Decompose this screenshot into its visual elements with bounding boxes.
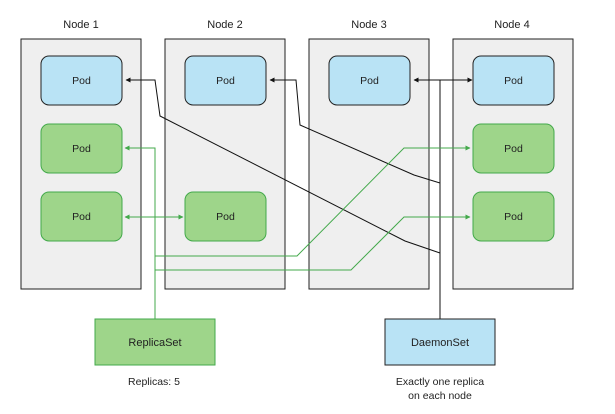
pod-box: [472, 123, 555, 174]
node-4-replica-pod-2: Pod: [472, 191, 555, 242]
pod-box: [472, 191, 555, 242]
node-2-title: Node 2: [207, 19, 242, 31]
node-3-title: Node 3: [351, 19, 386, 31]
node-1-replica-pod-1: Pod: [40, 123, 123, 174]
replicaset-to-node4-pod2-arrow: [155, 145, 471, 257]
pod-label: Pod: [504, 211, 523, 223]
daemonset-to-node1-pod-arrow: [125, 77, 441, 319]
daemonset-box: [384, 318, 496, 366]
node-4-daemon-pod: Pod: [472, 55, 555, 106]
node-2-replica-pod: Pod: [184, 191, 267, 242]
replicaset-to-node4-pod3-arrow: [155, 214, 471, 271]
pod-label: Pod: [72, 143, 91, 155]
pod-label: Pod: [360, 75, 379, 87]
pod-label: Pod: [216, 75, 235, 87]
pod-label: Pod: [504, 143, 523, 155]
pod-label: Pod: [504, 75, 523, 87]
pod-box: [184, 191, 267, 242]
pod-label: Pod: [72, 75, 91, 87]
daemonset-controller: DaemonSet: [384, 318, 496, 366]
pod-box: [40, 55, 123, 106]
pod-box: [472, 55, 555, 106]
daemonset-caption-line-1: Exactly one replica: [396, 376, 484, 388]
replicaset-controller: ReplicaSet: [94, 318, 216, 366]
pod-box: [40, 191, 123, 242]
pod-label: Pod: [216, 211, 235, 223]
replicaset-box: [94, 318, 216, 366]
replicaset-label: ReplicaSet: [128, 337, 181, 349]
pod-box: [184, 55, 267, 106]
daemonset-label: DaemonSet: [411, 337, 469, 349]
replicaset-caption: Replicas: 5: [128, 376, 180, 388]
node-1-title: Node 1: [63, 19, 98, 31]
node-4-title: Node 4: [494, 19, 529, 31]
replicaset-connections: [124, 145, 471, 319]
node-2-daemon-pod: Pod: [184, 55, 267, 106]
replicaset-to-node1-pod2-arrow: [124, 145, 156, 319]
pod-box: [328, 55, 411, 106]
node-1-daemon-pod: Pod: [40, 55, 123, 106]
daemonset-connections: [125, 77, 473, 319]
node-1-replica-pod-2: Pod: [40, 191, 123, 242]
pod-box: [40, 123, 123, 174]
pod-label: Pod: [72, 211, 91, 223]
node-3-daemon-pod: Pod: [328, 55, 411, 106]
daemonset-caption-line-2: on each node: [408, 390, 472, 402]
daemonset-to-node2-pod-arrow: [269, 77, 441, 319]
node-4-replica-pod-1: Pod: [472, 123, 555, 174]
